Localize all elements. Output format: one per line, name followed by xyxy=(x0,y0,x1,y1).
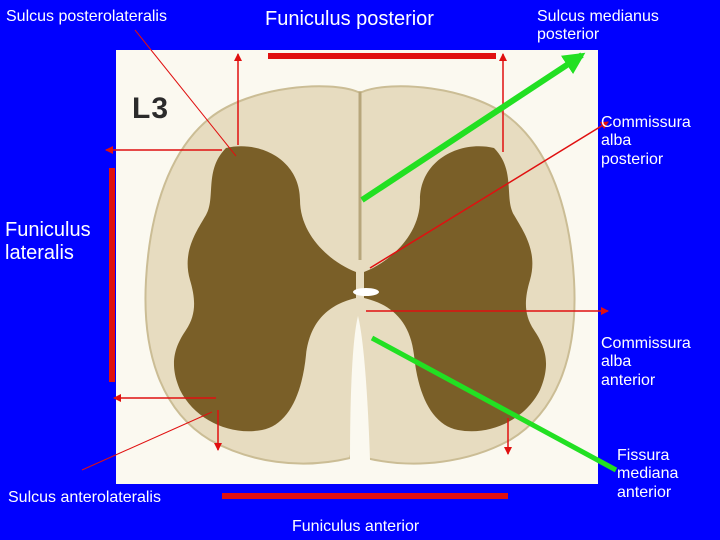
label-commissura-alba-posterior: Commissura alba posterior xyxy=(601,114,691,168)
posterolateral-pointer-line xyxy=(134,29,237,157)
anterolateral-pointer-line xyxy=(81,411,213,471)
sulcus-medianus-posterior-pointer xyxy=(360,52,586,203)
label-sulcus-anterolateralis: Sulcus anterolateralis xyxy=(8,489,161,506)
central-canal xyxy=(353,288,379,296)
segment-level-label: L3 xyxy=(132,92,170,125)
label-funiculus-posterior: Funiculus posterior xyxy=(265,8,434,30)
spinal-cord-section xyxy=(144,85,576,465)
label-sulcus-medianus-posterior: Sulcus medianus posterior xyxy=(537,8,659,44)
label-funiculus-anterior: Funiculus anterior xyxy=(292,518,420,535)
gray-matter-left xyxy=(173,146,356,432)
commissura-alba-posterior-arrow xyxy=(369,121,609,269)
label-commissura-alba-anterior: Commissura alba anterior xyxy=(601,335,691,389)
anterior-median-fissure xyxy=(350,316,370,460)
label-funiculus-lateralis: Funiculus lateralis xyxy=(5,219,91,264)
gray-matter-right xyxy=(364,146,547,432)
label-sulcus-posterolateralis: Sulcus posterolateralis xyxy=(6,8,167,25)
label-fissura-mediana-anterior: Fissura mediana anterior xyxy=(617,447,679,501)
fissura-mediana-anterior-pointer xyxy=(370,335,618,473)
